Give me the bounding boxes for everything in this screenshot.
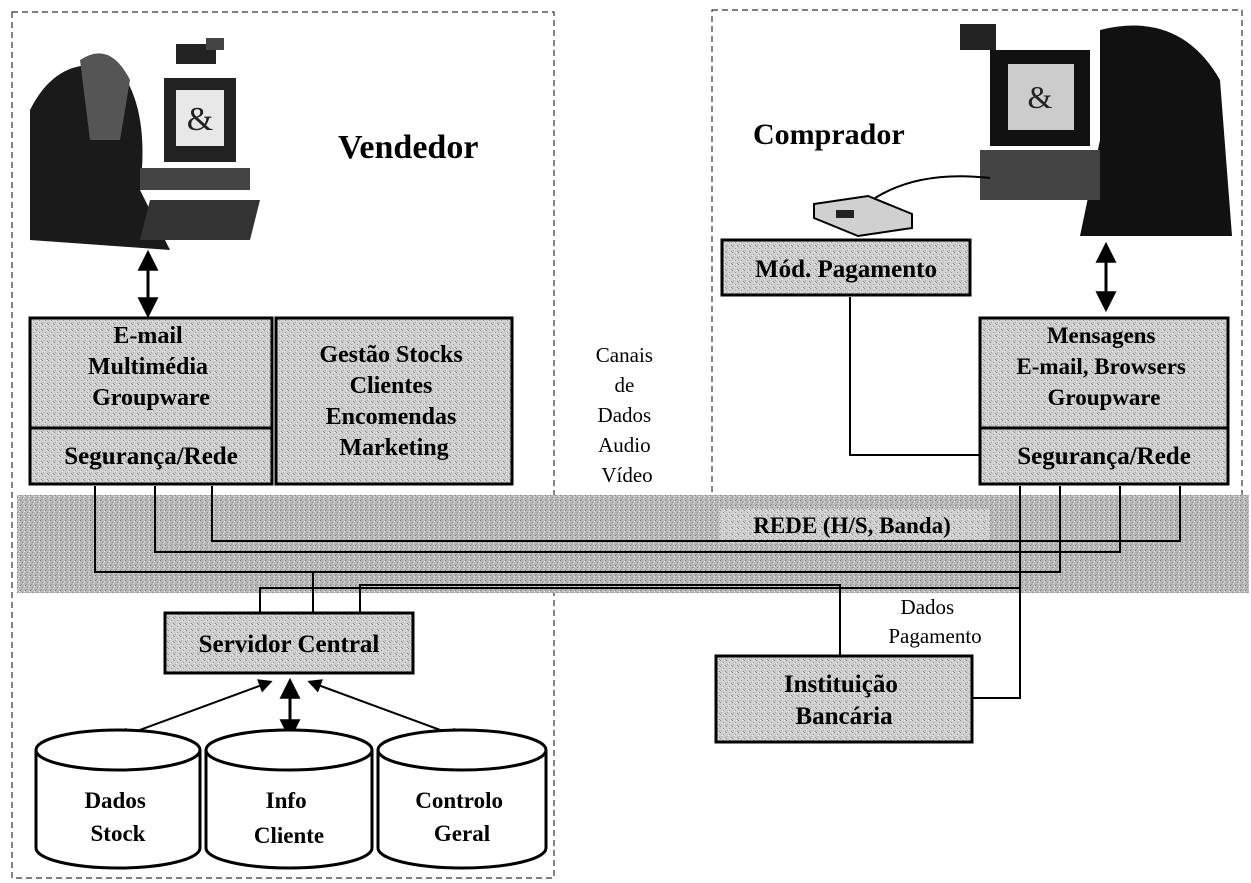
svg-text:&: & — [187, 101, 213, 138]
seller-apps-line: Groupware — [92, 385, 210, 411]
payment-module-label: Mód. Pagamento — [755, 256, 937, 283]
database-label-line: Cliente — [254, 823, 324, 848]
payment-device-icon — [814, 196, 912, 236]
seller-business-line: Clientes — [350, 373, 433, 399]
buyer-apps-line: Groupware — [1048, 385, 1161, 410]
seller-apps-line: E-mail — [113, 323, 183, 349]
channels-line: de — [614, 373, 634, 397]
database-control: Controlo Geral — [378, 730, 546, 868]
seller-business-line: Gestão Stocks — [319, 342, 462, 368]
database-stock: Dados Stock — [36, 730, 200, 868]
channels-text: Canais de Dados Audio Vídeo — [596, 343, 658, 487]
channels-line: Canais — [596, 343, 653, 367]
buyer-title: Comprador — [753, 118, 905, 151]
channels-line: Dados — [598, 403, 652, 427]
svg-text:&: & — [1028, 79, 1053, 115]
payment-module-wire — [850, 297, 980, 455]
buyer-security-label: Segurança/Rede — [1017, 443, 1191, 470]
database-label-line: Controlo — [415, 788, 503, 813]
payment-data-line: Dados — [901, 595, 955, 619]
seller-title: Vendedor — [338, 129, 478, 166]
database-client: Info Cliente — [206, 730, 372, 868]
seller-business-line: Marketing — [339, 435, 448, 461]
database-label-line: Geral — [434, 821, 490, 846]
network-wire-6 — [360, 585, 840, 660]
buyer-apps-line: Mensagens — [1047, 323, 1156, 348]
bank-line: Bancária — [795, 703, 893, 730]
seller-business-line: Encomendas — [326, 404, 457, 430]
buyer-apps-line: E-mail, Browsers — [1016, 354, 1186, 379]
bank-line: Instituição — [784, 671, 898, 698]
payment-device-cable — [875, 176, 990, 198]
network-label: REDE (H/S, Banda) — [753, 513, 950, 538]
payment-data-line: Pagamento — [888, 624, 981, 648]
buyer-computer-illustration: & — [960, 18, 1232, 236]
database-label-line: Dados — [84, 788, 145, 813]
database-label-line: Info — [266, 788, 307, 813]
channels-line: Vídeo — [601, 463, 652, 487]
network-band — [17, 495, 1249, 593]
seller-apps-line: Multimédia — [88, 354, 208, 380]
database-label-line: Stock — [91, 821, 146, 846]
seller-computer-illustration: & — [22, 38, 268, 250]
channels-line: Audio — [598, 433, 651, 457]
payment-data-text: Dados Pagamento — [888, 595, 981, 648]
seller-security-label: Segurança/Rede — [64, 443, 238, 470]
central-server-label: Servidor Central — [199, 631, 380, 658]
